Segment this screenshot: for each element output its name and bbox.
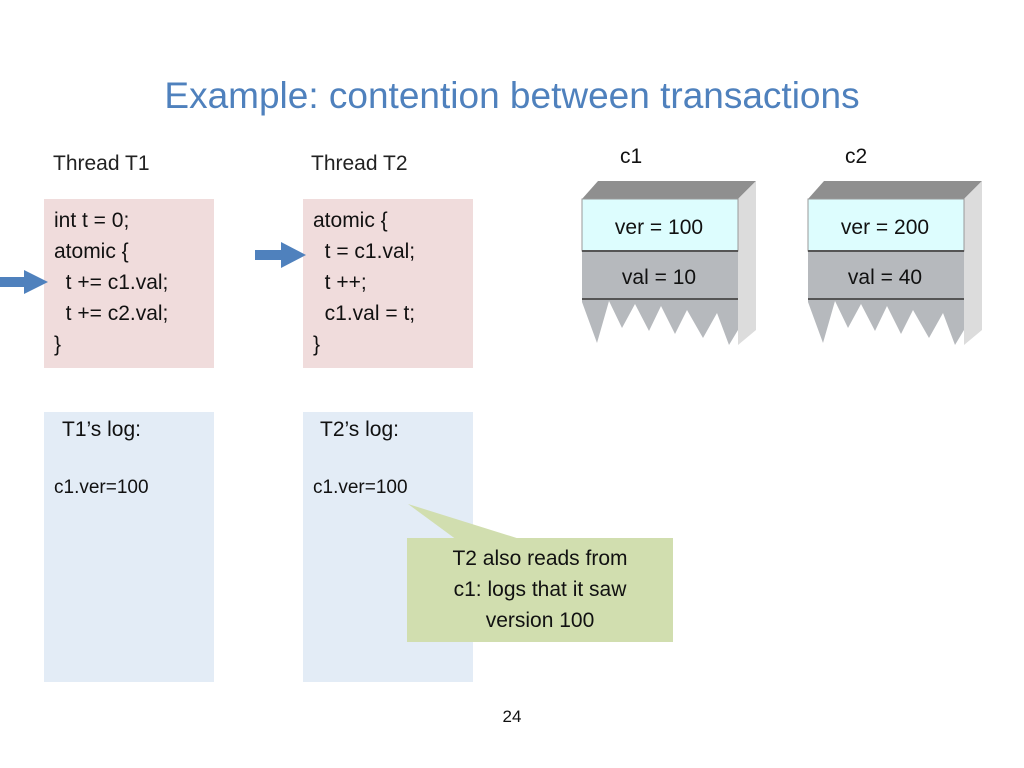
t1-current-line-arrow-icon [0, 270, 48, 294]
code-line: } [54, 333, 62, 356]
t2-current-line-arrow-icon [255, 242, 306, 268]
t2-log-title: T2’s log: [320, 418, 399, 441]
code-line: t += c2.val; [54, 302, 169, 325]
t1-log-title: T1’s log: [62, 418, 141, 441]
t2-log-entry: c1.ver=100 [313, 477, 408, 498]
memory-cell-c2: ver = 200 val = 40 [806, 180, 986, 350]
callout-line: c1: logs that it saw [453, 578, 627, 601]
callout-line: T2 also reads from [452, 547, 628, 570]
code-line: } [313, 333, 321, 356]
t1-log-entry: c1.ver=100 [54, 477, 149, 498]
thread-t2-code-box: atomic { t = c1.val; t ++; c1.val = t; } [303, 199, 473, 368]
memory-cell-c1: ver = 100 val = 10 [580, 180, 760, 350]
thread-t1-log-box: T1’s log: c1.ver=100 [44, 412, 214, 682]
code-line: atomic { [54, 240, 129, 263]
memory-cell-shape-icon [581, 181, 756, 345]
code-line: t += c1.val; [54, 271, 169, 294]
thread-t1-code-box: int t = 0; atomic { t += c1.val; t += c2… [44, 199, 214, 368]
c1-value: val = 10 [621, 266, 697, 289]
code-line: int t = 0; [54, 209, 130, 232]
c2-version: ver = 200 [840, 216, 930, 239]
code-line: c1.val = t; [313, 302, 416, 325]
cell-c1-label: c1 [620, 145, 643, 168]
thread-t2-label: Thread T2 [311, 152, 408, 175]
cell-c2-label: c2 [845, 145, 868, 168]
code-line: t = c1.val; [313, 240, 416, 263]
memory-cell-shape-icon [807, 181, 982, 345]
thread-t1-label: Thread T1 [53, 152, 150, 175]
page-number: 24 [502, 707, 522, 726]
c2-value: val = 40 [847, 266, 923, 289]
slide-title: Example: contention between transactions [164, 75, 860, 116]
code-line: t ++; [313, 271, 367, 294]
code-line: atomic { [313, 209, 388, 232]
c1-version: ver = 100 [614, 216, 704, 239]
callout-pointer-icon [408, 504, 523, 540]
callout-line: version 100 [485, 609, 595, 632]
callout-note: T2 also reads from c1: logs that it saw … [407, 538, 673, 642]
